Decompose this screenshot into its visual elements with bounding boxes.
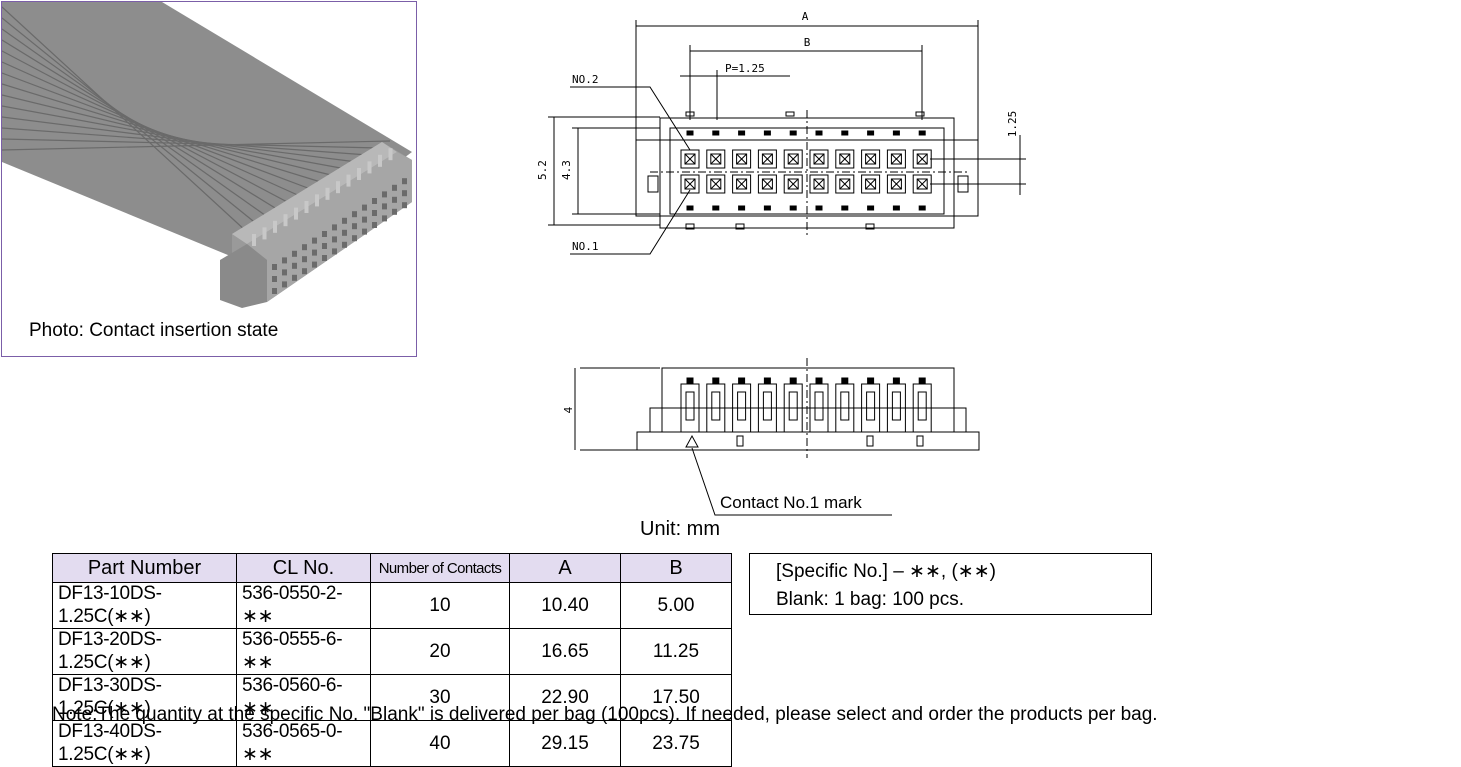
blank-bag-line: Blank: 1 bag: 100 pcs. bbox=[776, 589, 965, 610]
header-cl-no: CL No. bbox=[236, 553, 371, 583]
cell-b: 23.75 bbox=[620, 720, 732, 767]
header-b: B bbox=[620, 553, 732, 583]
specific-number-line: [Specific No.] – ∗∗, (∗∗) bbox=[776, 561, 996, 582]
cell-part-number: DF13-10DS-1.25C(∗∗) bbox=[52, 582, 237, 629]
header-a: A bbox=[509, 553, 621, 583]
dim-a-label: A bbox=[802, 10, 809, 23]
product-photo: Photo: Contact insertion state bbox=[1, 1, 417, 357]
photo-caption: Photo: Contact insertion state bbox=[29, 320, 279, 341]
cell-cl-no: 536-0565-0-∗∗ bbox=[236, 720, 371, 767]
cell-part-number: DF13-30DS-1.25C(∗∗) bbox=[52, 674, 237, 721]
header-number-of-contacts: Number of Contacts bbox=[370, 553, 510, 583]
cell-b: 17.50 bbox=[620, 674, 732, 721]
cell-b: 5.00 bbox=[620, 582, 732, 629]
no2-label: NO.2 bbox=[572, 73, 599, 86]
dim-b-label: B bbox=[804, 36, 811, 49]
no1-label: NO.1 bbox=[572, 240, 599, 253]
cell-contacts: 30 bbox=[370, 674, 510, 721]
height-5-2: 5.2 bbox=[536, 160, 549, 180]
technical-drawing: A B P=1.25 NO.2 NO.1 5.2 4.3 1.25 4 Cont… bbox=[536, 10, 1026, 516]
cell-contacts: 40 bbox=[370, 720, 510, 767]
height-1-25: 1.25 bbox=[1006, 111, 1019, 138]
height-4: 4 bbox=[562, 406, 575, 413]
unit-label: Unit: mm bbox=[640, 518, 720, 540]
table-row: DF13-40DS-1.25C(∗∗) 536-0565-0-∗∗ 40 29.… bbox=[52, 720, 732, 767]
cell-a: 16.65 bbox=[509, 628, 621, 675]
cell-part-number: DF13-40DS-1.25C(∗∗) bbox=[52, 720, 237, 767]
cell-a: 22.90 bbox=[509, 674, 621, 721]
header-part-number: Part Number bbox=[52, 553, 237, 583]
cable-connector-illustration bbox=[2, 2, 412, 308]
table-row: DF13-30DS-1.25C(∗∗) 536-0560-6-∗∗ 30 22.… bbox=[52, 674, 732, 721]
specific-number-box: [Specific No.] – ∗∗, (∗∗) Blank: 1 bag: … bbox=[749, 553, 1152, 615]
cell-cl-no: 536-0555-6-∗∗ bbox=[236, 628, 371, 675]
cell-part-number: DF13-20DS-1.25C(∗∗) bbox=[52, 628, 237, 675]
table-row: DF13-10DS-1.25C(∗∗) 536-0550-2-∗∗ 10 10.… bbox=[52, 582, 732, 629]
cell-contacts: 20 bbox=[370, 628, 510, 675]
footnote: Note:The quantity at the specific No. "B… bbox=[52, 704, 1158, 725]
spec-table: Part Number CL No. Number of Contacts A … bbox=[52, 553, 732, 767]
cell-cl-no: 536-0560-6-∗∗ bbox=[236, 674, 371, 721]
height-4-3: 4.3 bbox=[560, 160, 573, 180]
pitch-label: P=1.25 bbox=[725, 62, 765, 75]
cell-contacts: 10 bbox=[370, 582, 510, 629]
cell-a: 10.40 bbox=[509, 582, 621, 629]
cell-a: 29.15 bbox=[509, 720, 621, 767]
table-header-row: Part Number CL No. Number of Contacts A … bbox=[52, 553, 732, 583]
table-row: DF13-20DS-1.25C(∗∗) 536-0555-6-∗∗ 20 16.… bbox=[52, 628, 732, 675]
contact-mark-label: Contact No.1 mark bbox=[720, 493, 862, 512]
cell-b: 11.25 bbox=[620, 628, 732, 675]
cell-cl-no: 536-0550-2-∗∗ bbox=[236, 582, 371, 629]
